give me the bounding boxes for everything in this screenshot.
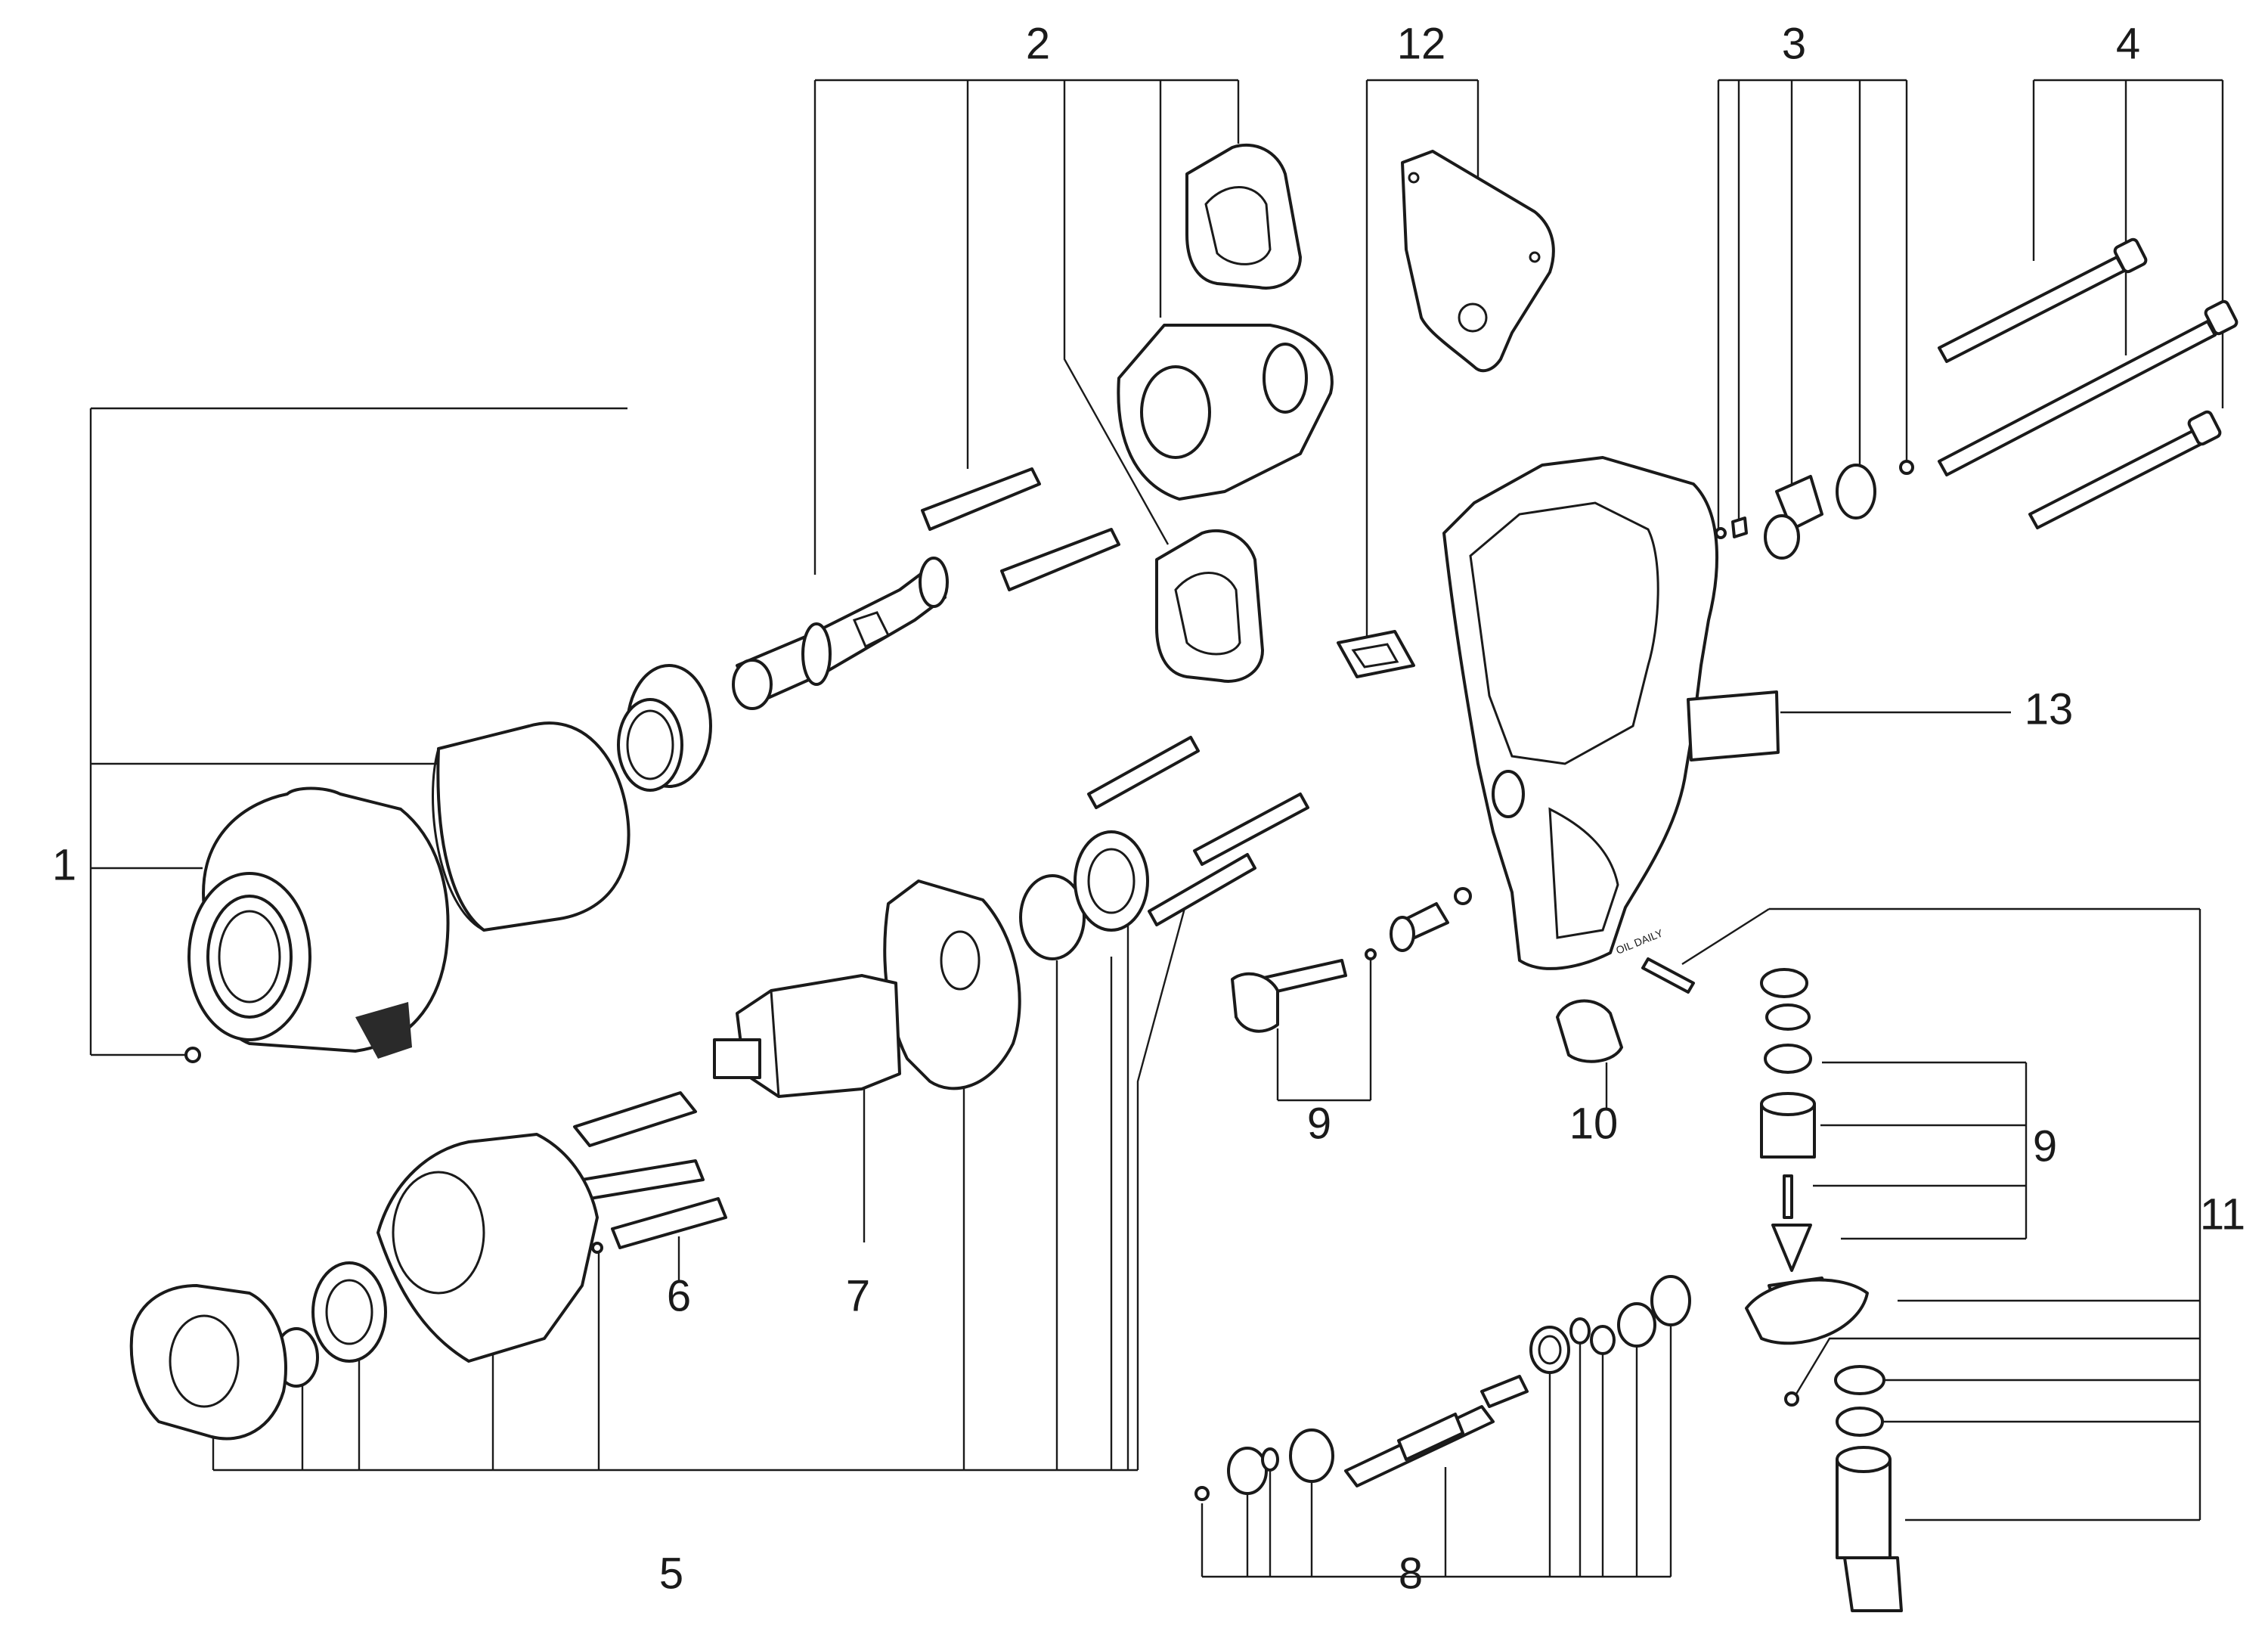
end-plate-rear	[883, 879, 1021, 1090]
callout-7: 7	[846, 1271, 870, 1320]
gasket	[1401, 150, 1555, 373]
callout-11: 11	[2200, 1190, 2245, 1239]
reverse-parts	[1715, 460, 1914, 560]
callout-labels: 1 2 3 4 5 6 7 8 9 9 10 11 12 13	[52, 19, 2245, 1598]
callout-9-right: 9	[2033, 1121, 2057, 1171]
throttle-valve	[1390, 887, 1472, 952]
valve-stack	[1745, 968, 1903, 1612]
callout-1: 1	[52, 840, 76, 889]
housing-sleeve	[432, 721, 631, 932]
hammer-cage	[1117, 324, 1334, 501]
cylinder	[376, 1133, 603, 1363]
end-plate-front	[129, 1284, 287, 1441]
bolts	[1087, 237, 2239, 926]
bearing-rear	[1074, 830, 1149, 932]
bearing-front	[311, 1261, 387, 1363]
callout-10: 10	[1569, 1099, 1619, 1148]
callout-12: 12	[1397, 19, 1446, 68]
callout-3: 3	[1782, 19, 1806, 68]
vanes	[573, 1091, 727, 1249]
handle-imprint: OIL DAILY	[1614, 926, 1665, 957]
pins	[921, 467, 1120, 591]
handle-pin	[1641, 957, 1695, 994]
front-housing	[184, 786, 450, 1063]
rotor	[713, 974, 901, 1098]
callout-8: 8	[1399, 1549, 1423, 1598]
o-ring-rear	[1019, 874, 1086, 960]
trigger	[1231, 948, 1377, 1033]
leader-lines	[89, 79, 2224, 1578]
trigger-seal	[1337, 630, 1415, 678]
hammer-frame-bottom	[1155, 529, 1264, 683]
label-plate	[1687, 690, 1780, 762]
callout-13: 13	[2025, 684, 2074, 734]
hammer-frame-top	[1185, 143, 1302, 290]
reverse-valve-assembly	[1194, 1275, 1691, 1501]
main-housing: OIL DAILY	[1442, 456, 1718, 970]
anvil-shaft	[732, 557, 949, 710]
seal-ring	[617, 664, 712, 792]
callout-5: 5	[659, 1549, 683, 1598]
callout-2: 2	[1026, 19, 1050, 68]
callout-4: 4	[2116, 19, 2140, 68]
regulator-knob	[1556, 999, 1623, 1063]
callout-6: 6	[667, 1271, 691, 1320]
callout-9-left: 9	[1307, 1099, 1331, 1148]
